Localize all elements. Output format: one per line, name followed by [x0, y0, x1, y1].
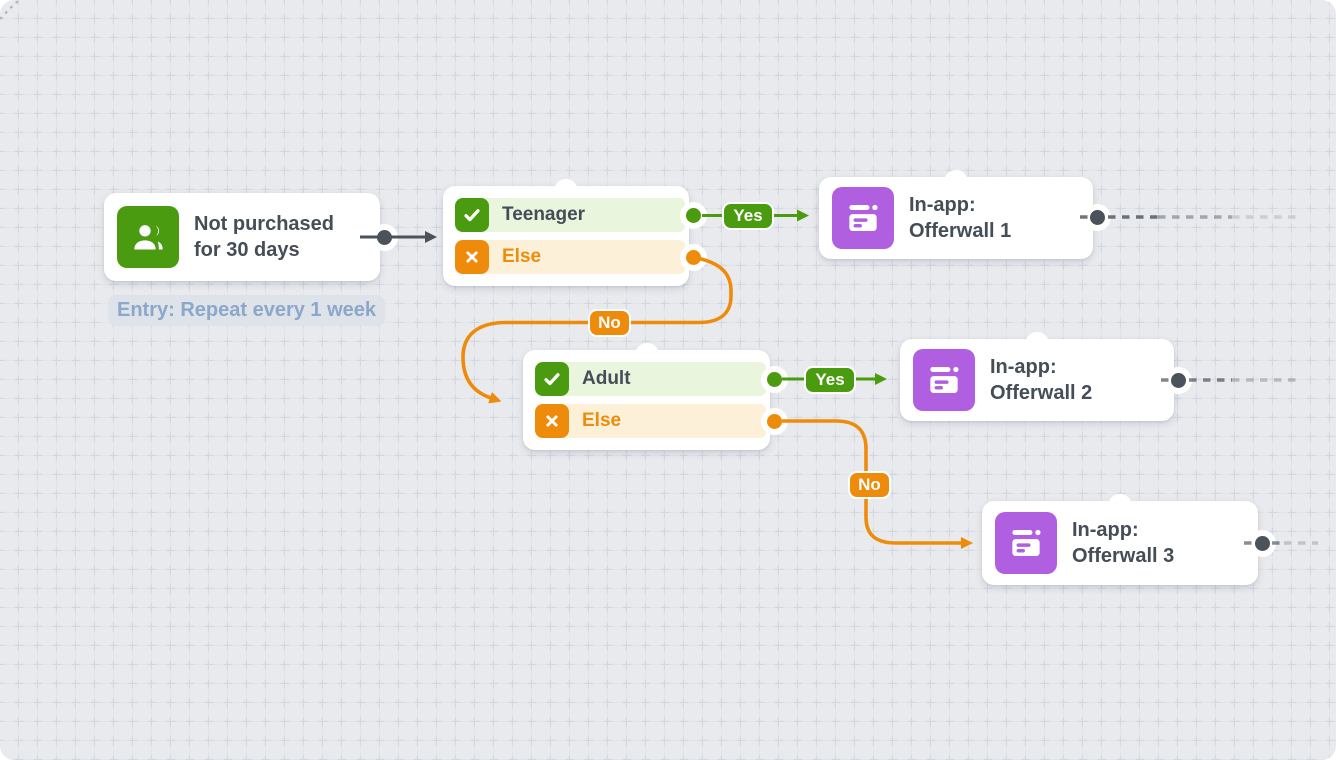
edge-label-yes: Yes	[722, 202, 774, 230]
node-label-line1: In-app:	[990, 355, 1057, 378]
in-app-message-icon	[832, 187, 894, 249]
edge-label-no: No	[588, 309, 631, 337]
port-dot[interactable]	[685, 249, 701, 265]
node-condition-adult[interactable]: Adult Else	[523, 343, 788, 450]
port-dot[interactable]	[376, 229, 392, 245]
in-app-message-icon	[995, 512, 1057, 574]
node-label-line1: In-app:	[1072, 518, 1139, 541]
node-label-line2: Offerwall 2	[990, 382, 1093, 404]
node-label-line1: In-app:	[909, 193, 976, 216]
branch-row-else[interactable]: Else	[535, 404, 766, 438]
node-label-line2: for 30 days	[194, 239, 300, 261]
node-offerwall-1[interactable]: In-app: Offerwall 1	[819, 170, 1111, 259]
branch-label: Teenager	[502, 204, 586, 225]
audience-people-icon	[117, 206, 179, 268]
node-offerwall-3[interactable]: In-app: Offerwall 3	[982, 494, 1276, 585]
input-port-bump	[1025, 332, 1049, 346]
edge-label-no: No	[848, 471, 891, 499]
node-label-line2: Offerwall 1	[909, 220, 1012, 242]
branch-label: Adult	[582, 368, 631, 389]
branch-row-yes[interactable]: Adult	[535, 362, 766, 396]
branch-label: Else	[502, 246, 542, 267]
port-dot[interactable]	[1089, 209, 1105, 225]
node-offerwall-2[interactable]: In-app: Offerwall 2	[900, 332, 1192, 421]
input-port-bump	[944, 170, 968, 184]
x-icon	[455, 240, 489, 274]
node-not-purchased[interactable]: Not purchased for 30 days	[104, 193, 398, 281]
node-label: In-app: Offerwall 3	[1072, 517, 1174, 570]
port-dot[interactable]	[1254, 535, 1270, 551]
node-label: In-app: Offerwall 2	[990, 354, 1092, 407]
x-icon	[535, 404, 569, 438]
node-condition-teenager[interactable]: Teenager Else	[443, 179, 707, 286]
port-dot[interactable]	[685, 207, 701, 223]
port-dot[interactable]	[766, 371, 782, 387]
edge-label-yes: Yes	[804, 366, 856, 394]
node-label-line2: Offerwall 3	[1072, 545, 1175, 567]
in-app-message-icon	[913, 349, 975, 411]
port-dot[interactable]	[766, 413, 782, 429]
check-icon	[455, 198, 489, 232]
node-label: Not purchased for 30 days	[194, 211, 334, 264]
port-dot[interactable]	[1170, 372, 1186, 388]
branch-row-else[interactable]: Else	[455, 240, 685, 274]
branch-row-yes[interactable]: Teenager	[455, 198, 685, 232]
check-icon	[535, 362, 569, 396]
branch-label: Else	[582, 410, 622, 431]
input-port-bump	[1108, 494, 1132, 508]
input-port-bump	[554, 179, 578, 193]
node-label-line1: Not purchased	[194, 212, 335, 235]
entry-note: Entry: Repeat every 1 week	[108, 295, 385, 326]
node-label: In-app: Offerwall 1	[909, 192, 1011, 245]
